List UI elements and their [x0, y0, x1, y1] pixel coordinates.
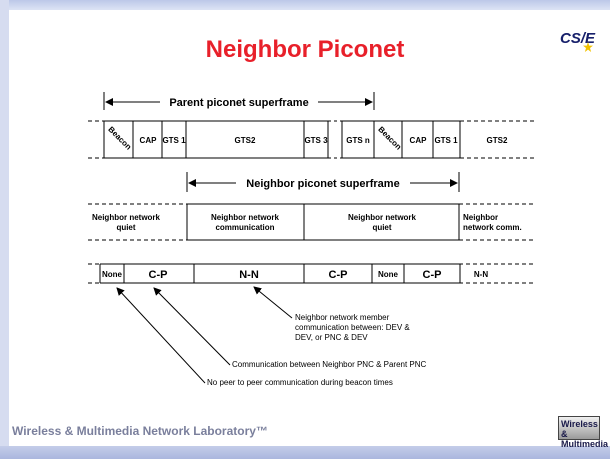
top-decor-bar [0, 0, 610, 10]
row1-cap-1: CAP [140, 136, 158, 145]
left-decor-bar [0, 0, 9, 459]
row3-cp-1: C-P [149, 269, 168, 281]
row1-beacon-1: Beacon [106, 125, 133, 152]
row3-none-2: None [378, 270, 399, 279]
row3-nn-2: N-N [474, 270, 488, 279]
row3-cp-3: C-P [423, 269, 442, 281]
callout-arrow-nn [253, 286, 293, 319]
callout-arrow-cp [153, 287, 231, 366]
row1-gts1-1: GTS 1 [162, 136, 186, 145]
row3-nn-1: N-N [239, 269, 259, 281]
row1-gts2-2: GTS2 [487, 136, 508, 145]
annotation-none: No peer to peer communication during bea… [207, 378, 393, 387]
footer-lab-name: Wireless & Multimedia Network Laboratory… [12, 424, 268, 438]
row3-cp-2: C-P [329, 269, 348, 281]
row1-gts2-1: GTS2 [235, 136, 256, 145]
row1-gts1-2: GTS 1 [434, 136, 458, 145]
row3-none-1: None [102, 270, 123, 279]
annotation-cp: Communication between Neighbor PNC & Par… [232, 360, 427, 369]
callout-arrow-none [116, 287, 206, 384]
row1-beacon-2: Beacon [376, 125, 403, 152]
parent-span-label: Parent piconet superframe [169, 97, 308, 109]
logo-star-icon [583, 42, 593, 52]
cse-logo: CS/E [560, 30, 596, 47]
slide-title: Neighbor Piconet [205, 36, 405, 63]
row1-cap-2: CAP [410, 136, 428, 145]
footer-logo: Wireless & Multimedia [558, 416, 608, 449]
row1-gtsn: GTS n [346, 136, 370, 145]
bottom-decor-bar [0, 446, 610, 459]
row1-gts3: GTS 3 [304, 136, 328, 145]
neighbor-span-label: Neighbor piconet superframe [246, 178, 399, 190]
